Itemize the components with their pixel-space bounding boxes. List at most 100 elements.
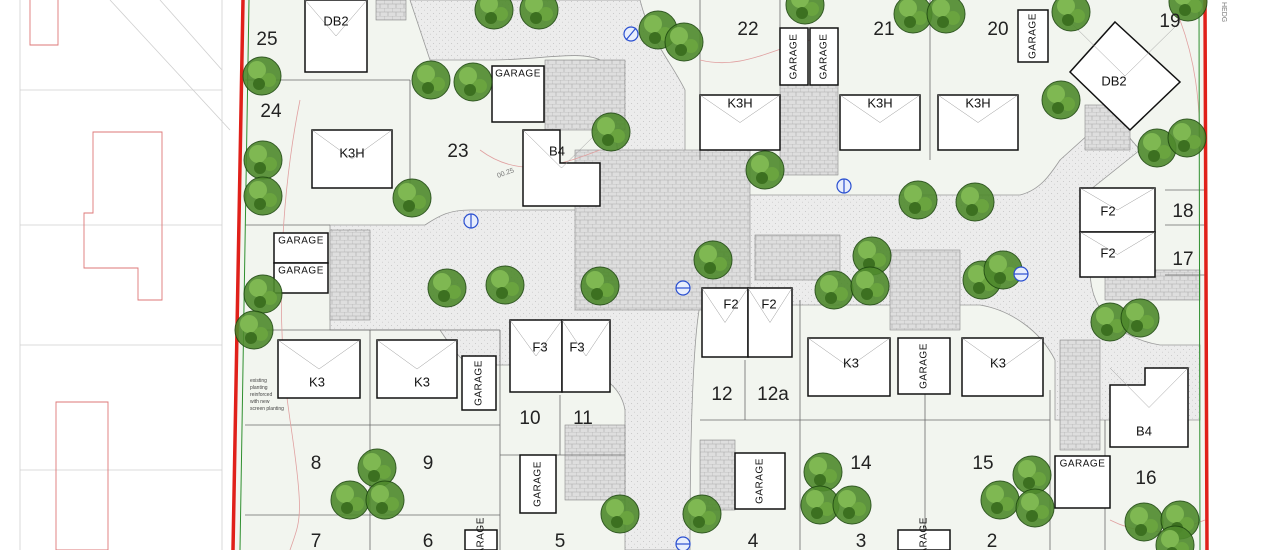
roof-line xyxy=(977,94,1019,123)
roof-line xyxy=(509,319,537,357)
garage-outline xyxy=(464,529,498,550)
tree xyxy=(983,250,1023,290)
garage-label: GARAGE xyxy=(476,517,487,550)
plot-number: 25 xyxy=(256,29,277,50)
tree xyxy=(852,236,892,276)
boundary-hedge xyxy=(239,0,1201,550)
roof-line xyxy=(311,129,353,160)
garage-outline xyxy=(273,232,329,264)
plot-number: 22 xyxy=(737,19,758,40)
house-type-label: K3 xyxy=(309,374,325,389)
garage-label: GARAGE xyxy=(819,34,830,80)
tree xyxy=(1124,502,1164,542)
plot-number: 4 xyxy=(748,531,759,550)
house-type-label: K3H xyxy=(965,95,990,110)
garage-outline xyxy=(779,27,809,86)
roof-line xyxy=(747,287,771,323)
plot-number: 9 xyxy=(423,453,434,474)
tree xyxy=(785,0,825,25)
roof-line xyxy=(701,287,726,323)
plot-number: 6 xyxy=(423,531,434,550)
note-line-2: planting xyxy=(250,385,268,391)
roof-line xyxy=(1148,367,1189,408)
tree xyxy=(1041,80,1081,120)
roof-line xyxy=(318,339,361,370)
tree xyxy=(453,62,493,102)
tree xyxy=(234,310,274,350)
trees xyxy=(234,0,1208,550)
house-type-label: B4 xyxy=(1136,423,1152,438)
roof-line xyxy=(335,0,368,37)
house-type-label: F2 xyxy=(1100,245,1115,260)
tree xyxy=(243,140,283,180)
roof-line xyxy=(699,94,741,123)
roof-line xyxy=(1124,21,1181,77)
tree xyxy=(682,494,722,534)
house-type-label: K3 xyxy=(843,355,859,370)
tree xyxy=(1051,0,1091,32)
plot-number: 20 xyxy=(987,19,1008,40)
planting-note: existing planting reinforced with new sc… xyxy=(250,378,284,412)
tree xyxy=(1015,488,1055,528)
house-type-label: F2 xyxy=(1100,203,1115,218)
plot-number: 16 xyxy=(1135,468,1156,489)
tree xyxy=(242,56,282,96)
tree xyxy=(693,240,733,280)
garage-outline xyxy=(1017,9,1049,63)
tree xyxy=(580,266,620,306)
house-type-label: B4 xyxy=(549,143,565,158)
tree xyxy=(243,274,283,314)
plot-number: 2 xyxy=(987,531,998,550)
tree xyxy=(898,180,938,220)
tree xyxy=(800,485,840,525)
roof-line xyxy=(1109,367,1150,408)
roof-line xyxy=(561,319,587,357)
garage-label: GARAGE xyxy=(1060,459,1106,470)
roof-line xyxy=(1117,231,1156,255)
plot-number: 15 xyxy=(972,453,993,474)
roof-line xyxy=(416,339,458,370)
tree xyxy=(519,0,559,30)
house-type-label: DB2 xyxy=(1101,73,1126,88)
garage-outline xyxy=(461,355,497,411)
house-type-label: K3 xyxy=(414,374,430,389)
tree xyxy=(1167,118,1207,158)
garage-outline xyxy=(519,454,557,514)
tree xyxy=(803,452,843,492)
tree xyxy=(485,265,525,305)
tree xyxy=(814,270,854,310)
tree xyxy=(600,494,640,534)
house-type-label: K3H xyxy=(339,145,364,160)
garage-label: GARAGE xyxy=(1028,13,1039,59)
tree xyxy=(893,0,933,34)
tree xyxy=(1168,0,1208,22)
tree xyxy=(474,0,514,30)
roof-line xyxy=(376,339,418,370)
house-type-label: F2 xyxy=(761,296,776,311)
tree xyxy=(1137,128,1177,168)
roof-line xyxy=(879,94,921,123)
tree xyxy=(1090,302,1130,342)
plot-number: 5 xyxy=(555,531,566,550)
plot-number: 24 xyxy=(260,101,282,122)
plot-number: 11 xyxy=(573,408,593,429)
site-boundary xyxy=(231,0,1209,550)
roof-line xyxy=(1117,187,1156,211)
tree xyxy=(365,480,405,520)
roof-line xyxy=(961,337,1003,368)
plot-number: 7 xyxy=(311,531,322,550)
garage-label: GARAGE xyxy=(919,517,930,550)
house-type-label: DB2 xyxy=(323,13,348,28)
plot-number: 17 xyxy=(1172,249,1193,270)
plot-number: 12 xyxy=(711,384,732,405)
note-line-5: screen planting xyxy=(250,406,284,412)
plot-number: 14 xyxy=(850,453,872,474)
roof-line xyxy=(1079,187,1118,211)
tree xyxy=(955,182,995,222)
tree xyxy=(330,480,370,520)
garage-label: GARAGE xyxy=(278,266,324,277)
roof-line xyxy=(807,337,850,368)
roof-line xyxy=(522,129,562,169)
